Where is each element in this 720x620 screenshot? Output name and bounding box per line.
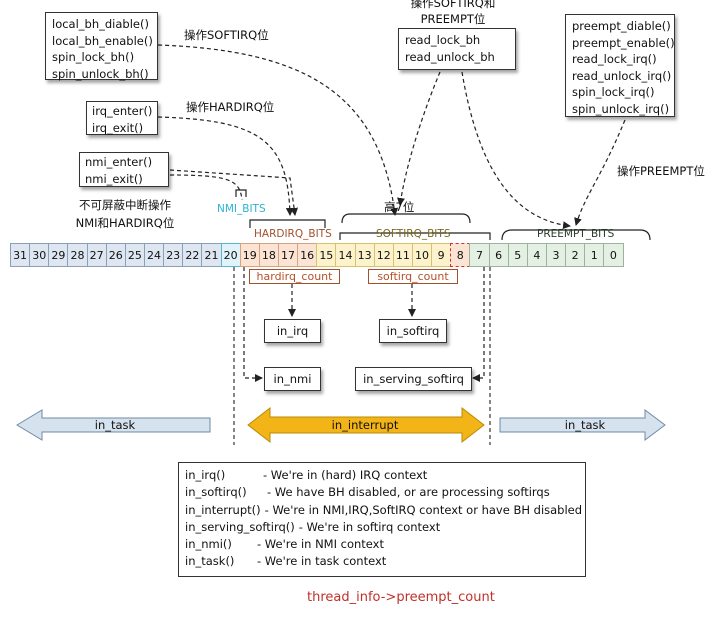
bit-cell-31: 31 [10,243,31,267]
caption: thread_info->preempt_count [307,590,495,605]
legend-description: - We're in (hard) IRQ context [263,468,428,482]
in-softirq-box: in_softirq [379,319,447,343]
bit-cell-21: 21 [201,243,222,267]
hardirq-brace [249,219,326,228]
legend-row: in_softirq() - We have BH disabled, or ar… [185,484,579,501]
bit-cell-0: 0 [603,243,624,267]
nmi-op-connector [169,169,299,216]
legend-row: in_serving_softirq()- We're in softirq c… [185,519,579,536]
bit-cell-23: 23 [163,243,184,267]
bit-cell-11: 11 [392,243,413,267]
bit-cell-19: 19 [239,243,260,267]
bit-cell-5: 5 [507,243,528,267]
in-nmi-box: in_nmi [264,367,321,391]
bit-cell-16: 16 [297,243,318,267]
preempt-op-connector [574,119,626,226]
nmi-bracket [235,189,247,197]
legend-description: - We're in NMI context [257,537,384,552]
in-task-right-label: in_task [564,418,606,432]
bit-cell-13: 13 [354,243,375,267]
bit-cell-9: 9 [431,243,452,267]
bit-cell-14: 14 [335,243,356,267]
nmi-functions-box: nmi_enter() nmi_exit() [79,152,169,187]
hardirq-op-connector [157,116,294,216]
bit-cell-12: 12 [373,243,394,267]
legend-row: in_interrupt()- We're in NMI,IRQ,SoftIRQ… [185,502,583,519]
bit-cell-26: 26 [105,243,126,267]
in-interrupt-arrow [247,406,485,444]
bit-cell-17: 17 [277,243,299,267]
nmi-bits-label: NMI_BITS [217,203,266,215]
bit-cell-22: 22 [182,243,203,267]
bh-softirq-connector [397,71,441,206]
irq-functions-box: irq_enter() irq_exit() [86,101,158,135]
preempt-brace [501,229,651,241]
in-serving-softirq-box: in_serving_softirq [355,367,472,391]
bit-cell-29: 29 [48,243,69,267]
legend-row: in_irq() - We're in (hard) IRQ context [185,467,579,484]
bit-cell-18: 18 [258,243,279,267]
legend-function: in_irq() [185,468,226,482]
bit-cell-1: 1 [584,243,605,267]
softirq-op-connector [157,44,399,216]
nmi-bits-connector [169,174,243,201]
high7-label: 高7位 [384,200,415,214]
preempt-op-label: 操作PREEMPT位 [617,164,705,178]
preempt-bits-label: PREEMPT_BITS [537,228,615,240]
legend-description: - We're in task context [257,554,387,569]
legend-function: in_task() [185,554,235,569]
in-interrupt-label: in_interrupt [331,418,399,432]
legend-row: in_nmi() - We're in NMI context [185,536,579,553]
hardirq-op-label: 操作HARDIRQ位 [186,100,275,114]
bh-preempt-connector [461,71,571,230]
softirq-bits-label: SOFTIRQ_BITS [376,228,451,240]
softirq-preempt-op-label: 操作SOFTIRQ和 PREEMPT位 [410,0,496,26]
bit-cell-6: 6 [488,243,509,267]
in-task-left-label: in_task [94,418,136,432]
softirq-count-box: softirq_count [368,269,458,284]
bit-cell-3: 3 [545,243,567,267]
nmi-bit-connector [243,267,263,382]
legend-description: - We're in softirq context [298,519,441,534]
in-task-left-arrow [16,409,211,441]
legend-row: in_task() - We're in task context [185,553,579,570]
bit-cell-30: 30 [29,243,50,267]
preempt-functions-box: preempt_diable() preempt_enable() read_l… [565,14,675,117]
bit-cell-4: 4 [526,243,547,267]
hardirq-bits-label: HARDIRQ_BITS [254,228,332,240]
nmi-mask-label: 不可屏蔽中断操作 NMI和HARDIRQ位 [75,198,175,230]
bit-cell-28: 28 [67,243,88,267]
bit-cell-25: 25 [124,243,145,267]
hardirq-count-box: hardirq_count [249,269,340,284]
bit-cell-27: 27 [86,243,107,267]
legend-description: - We have BH disabled, or are processing… [267,485,550,500]
legend-function: in_serving_softirq() [185,519,295,534]
bit-cell-15: 15 [316,243,337,267]
legend-description: - We're in NMI,IRQ,SoftIRQ context or ha… [264,502,583,517]
softirq-brace [339,232,491,240]
bh-functions-box: local_bh_diable() local_bh_enable() spin… [45,12,158,81]
softirq-op-label: 操作SOFTIRQ位 [184,28,269,42]
bit8-connector [472,267,485,382]
bit-cell-24: 24 [143,243,165,267]
in-task-right-arrow [499,409,666,441]
bit-cell-10: 10 [411,243,433,267]
high7-brace [341,213,471,224]
read-lock-bh-box: read_lock_bh read_unlock_bh [398,28,516,70]
bit-cell-7: 7 [469,243,490,267]
bit-cell-8: 8 [450,243,471,267]
bit-cell-2: 2 [565,243,586,267]
legend-function: in_interrupt() [185,502,261,517]
legend-function: in_softirq() [185,485,247,500]
in-irq-box: in_irq [264,319,321,343]
bit-cell-20: 20 [220,243,241,267]
legend-function: in_nmi() [185,537,232,552]
